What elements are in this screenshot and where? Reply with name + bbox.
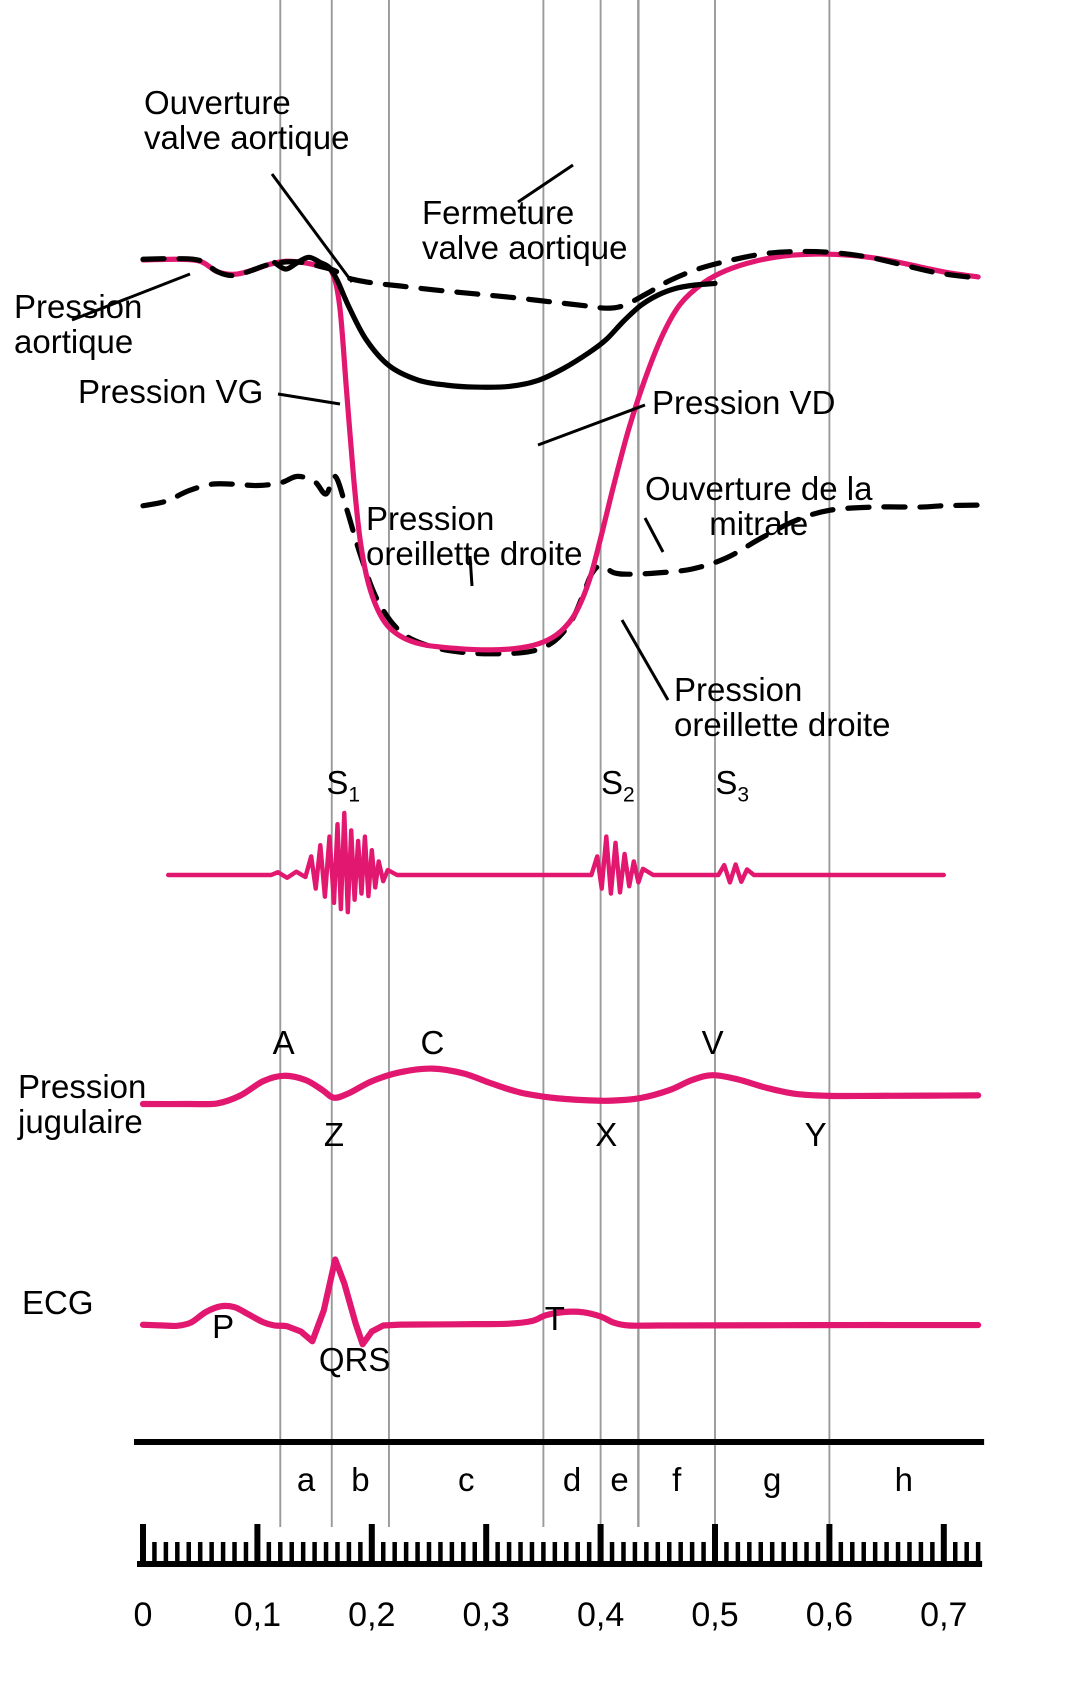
ecg-wave-label-p: P — [212, 1308, 235, 1345]
heart-sound-base: S — [715, 764, 738, 801]
label-ra-pressure-low: Pression oreillette droite — [674, 671, 891, 743]
curve-phonocardiogram — [165, 810, 946, 915]
ecg-wave-label-qrs: QRS — [318, 1341, 391, 1378]
annotation-leader-lines — [71, 163, 670, 701]
heart-sound-base: S — [326, 764, 349, 801]
curve-ecg — [139, 1256, 982, 1348]
leader-aortic-pressure — [71, 272, 191, 322]
jugular-mark-Y: Y — [804, 1116, 827, 1153]
heart-sound-label-S3: S3 — [715, 764, 750, 807]
x-tick-label-3: 0,3 — [462, 1596, 510, 1634]
leader-mitral-open — [643, 517, 665, 553]
leader-ra-pressure-mid — [468, 555, 474, 587]
curve-pression-aortique — [140, 473, 981, 657]
curve-jugular-pressure — [139, 1065, 982, 1108]
jugular-mark-V: V — [701, 1024, 724, 1061]
phase-label-d: d — [562, 1461, 582, 1498]
label-aortic-valve-close: Fermeture valve aortique — [422, 194, 628, 266]
jugular-mark-X: X — [595, 1116, 618, 1153]
label-aortic-pressure: Pression aortique — [14, 288, 143, 360]
phase-label-b: b — [351, 1461, 370, 1498]
label-lv-pressure: Pression VG — [78, 373, 264, 410]
leader-lv-pressure — [277, 392, 341, 406]
phase-label-h: h — [894, 1461, 913, 1498]
heart-sound-base: S — [600, 764, 623, 801]
leader-ra-pressure-low — [620, 619, 670, 701]
curve-pression-vg — [140, 251, 981, 653]
ecg-wave-label-t: T — [544, 1300, 565, 1337]
label-jugular-pressure: Pression jugulaire — [18, 1068, 147, 1140]
jugular-mark-Z: Z — [323, 1116, 345, 1153]
heart-sound-subscript: 3 — [737, 783, 750, 807]
x-tick-label-5: 0,5 — [691, 1596, 739, 1634]
x-tick-label-6: 0,6 — [805, 1596, 854, 1634]
label-rv-pressure: Pression VD — [652, 384, 836, 421]
x-tick-label-0: 0 — [133, 1596, 153, 1634]
pressure-curves — [139, 248, 982, 1348]
curve-pression-oreillette-droite — [140, 248, 981, 311]
label-ra-pressure-mid: Pression oreillette droite — [366, 500, 583, 572]
x-tick-label-1: 0,1 — [233, 1596, 282, 1634]
phase-label-a: a — [296, 1461, 316, 1498]
heart-sound-label-S1: S1 — [326, 764, 361, 807]
phase-label-g: g — [763, 1461, 782, 1498]
heart-sound-subscript: 1 — [348, 783, 361, 807]
jugular-mark-C: C — [420, 1024, 445, 1061]
leader-aortic-open — [270, 173, 354, 283]
phase-label-c: c — [457, 1461, 475, 1498]
heart-sound-subscript: 2 — [622, 783, 635, 807]
x-tick-label-4: 0,4 — [576, 1596, 625, 1634]
phase-label-e: e — [610, 1461, 629, 1498]
x-tick-label-7: 0,7 — [920, 1596, 968, 1634]
label-mitral-open: Ouverture de la mitrale — [645, 470, 873, 542]
phase-label-f: f — [672, 1461, 682, 1498]
heart-sound-label-S2: S2 — [600, 764, 635, 807]
leader-aortic-close — [517, 163, 574, 204]
label-ecg: ECG — [22, 1284, 94, 1321]
curve-pression-vd — [271, 254, 718, 390]
time-axis — [134, 1439, 985, 1567]
leader-rv-pressure — [537, 403, 646, 447]
x-tick-label-2: 0,2 — [348, 1596, 396, 1634]
label-aortic-valve-open: Ouverture valve aortique — [144, 84, 350, 156]
jugular-mark-A: A — [272, 1024, 295, 1061]
